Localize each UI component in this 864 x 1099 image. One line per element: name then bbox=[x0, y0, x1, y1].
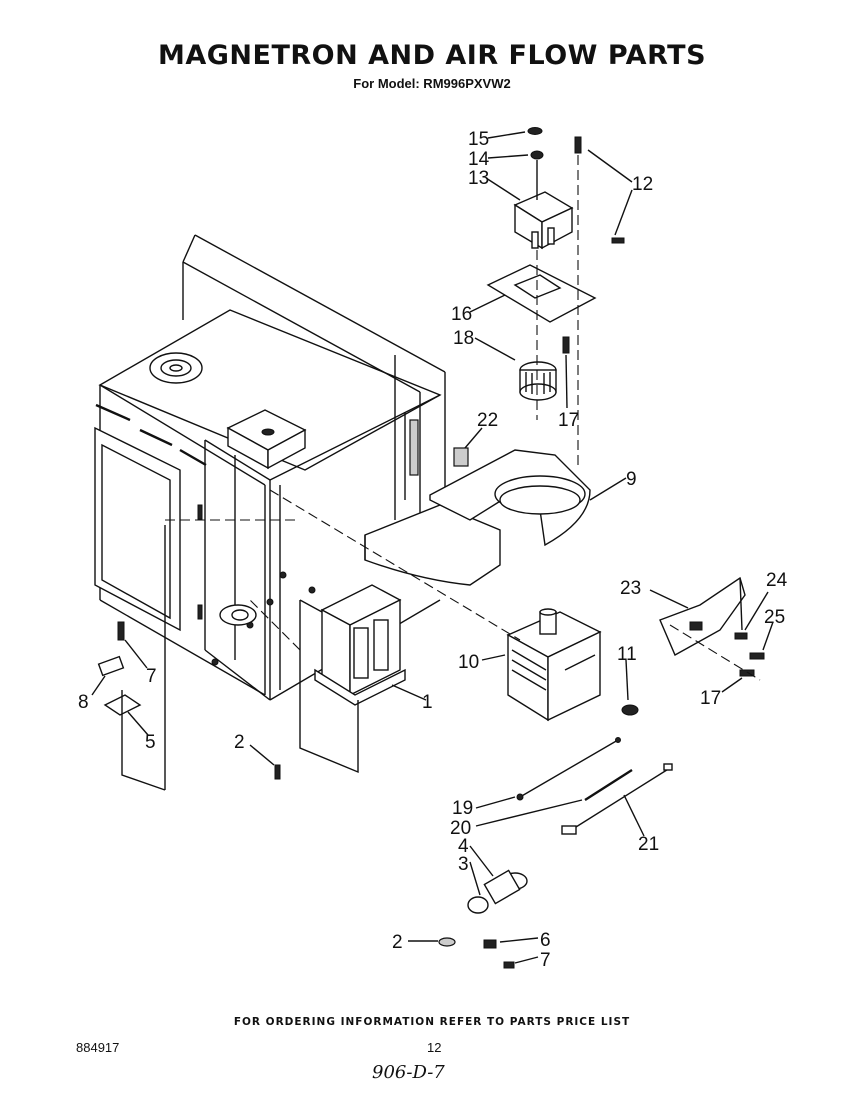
alignment-lines bbox=[165, 489, 521, 651]
callout-25: 25 bbox=[764, 607, 785, 628]
callout-11: 11 bbox=[617, 644, 637, 665]
bracket-drawing bbox=[659, 576, 765, 681]
callout-20: 20 bbox=[450, 818, 471, 839]
wire-leads-drawing bbox=[516, 737, 673, 835]
callout-14: 14 bbox=[468, 149, 490, 170]
callout-3: 3 bbox=[458, 854, 469, 875]
callout-13: 13 bbox=[468, 168, 489, 189]
callout-17-fan: 17 bbox=[558, 410, 579, 431]
callout-9: 9 bbox=[626, 469, 637, 490]
transformer-drawing bbox=[299, 584, 406, 774]
air-duct-drawing bbox=[364, 449, 591, 586]
callout-4: 4 bbox=[458, 836, 469, 857]
callout-12: 12 bbox=[632, 174, 653, 195]
callout-labels: 15 14 13 12 16 18 17 22 9 23 24 25 17 10… bbox=[78, 129, 788, 971]
callout-leaders bbox=[91, 131, 774, 964]
document-number: 884917 bbox=[76, 1040, 120, 1055]
callout-22: 22 bbox=[477, 410, 498, 431]
callout-5: 5 bbox=[145, 732, 156, 753]
callout-19: 19 bbox=[452, 798, 473, 819]
callout-1: 1 bbox=[422, 692, 433, 713]
callout-8: 8 bbox=[78, 692, 89, 713]
cabinet-drawing bbox=[94, 234, 446, 701]
handwritten-note: 906-D-7 bbox=[372, 1062, 445, 1083]
callout-15: 15 bbox=[468, 129, 489, 150]
capacitor-drawing bbox=[274, 764, 528, 969]
callout-21: 21 bbox=[638, 834, 659, 855]
ordering-note: FOR ORDERING INFORMATION REFER TO PARTS … bbox=[233, 1016, 631, 1028]
callout-18: 18 bbox=[453, 328, 474, 349]
page-number: 12 bbox=[427, 1040, 442, 1055]
callout-10: 10 bbox=[458, 652, 479, 673]
callout-16: 16 bbox=[451, 304, 472, 325]
callout-7-left: 7 bbox=[146, 666, 157, 687]
callout-2-floor: 2 bbox=[234, 732, 245, 753]
left-small-parts-drawing bbox=[97, 525, 166, 791]
model-subtitle: For Model: RM996PXVW2 bbox=[353, 76, 511, 91]
callout-17-bracket: 17 bbox=[700, 688, 721, 709]
callout-6: 6 bbox=[540, 930, 551, 951]
callout-24: 24 bbox=[766, 570, 788, 591]
callout-2-capacitor: 2 bbox=[392, 932, 403, 953]
page-title: MAGNETRON AND AIR FLOW PARTS bbox=[157, 40, 707, 71]
fan-motor-drawing bbox=[453, 127, 625, 470]
magnetron-drawing bbox=[506, 608, 639, 722]
callout-23: 23 bbox=[620, 578, 641, 599]
callout-7-capacitor: 7 bbox=[540, 950, 551, 971]
